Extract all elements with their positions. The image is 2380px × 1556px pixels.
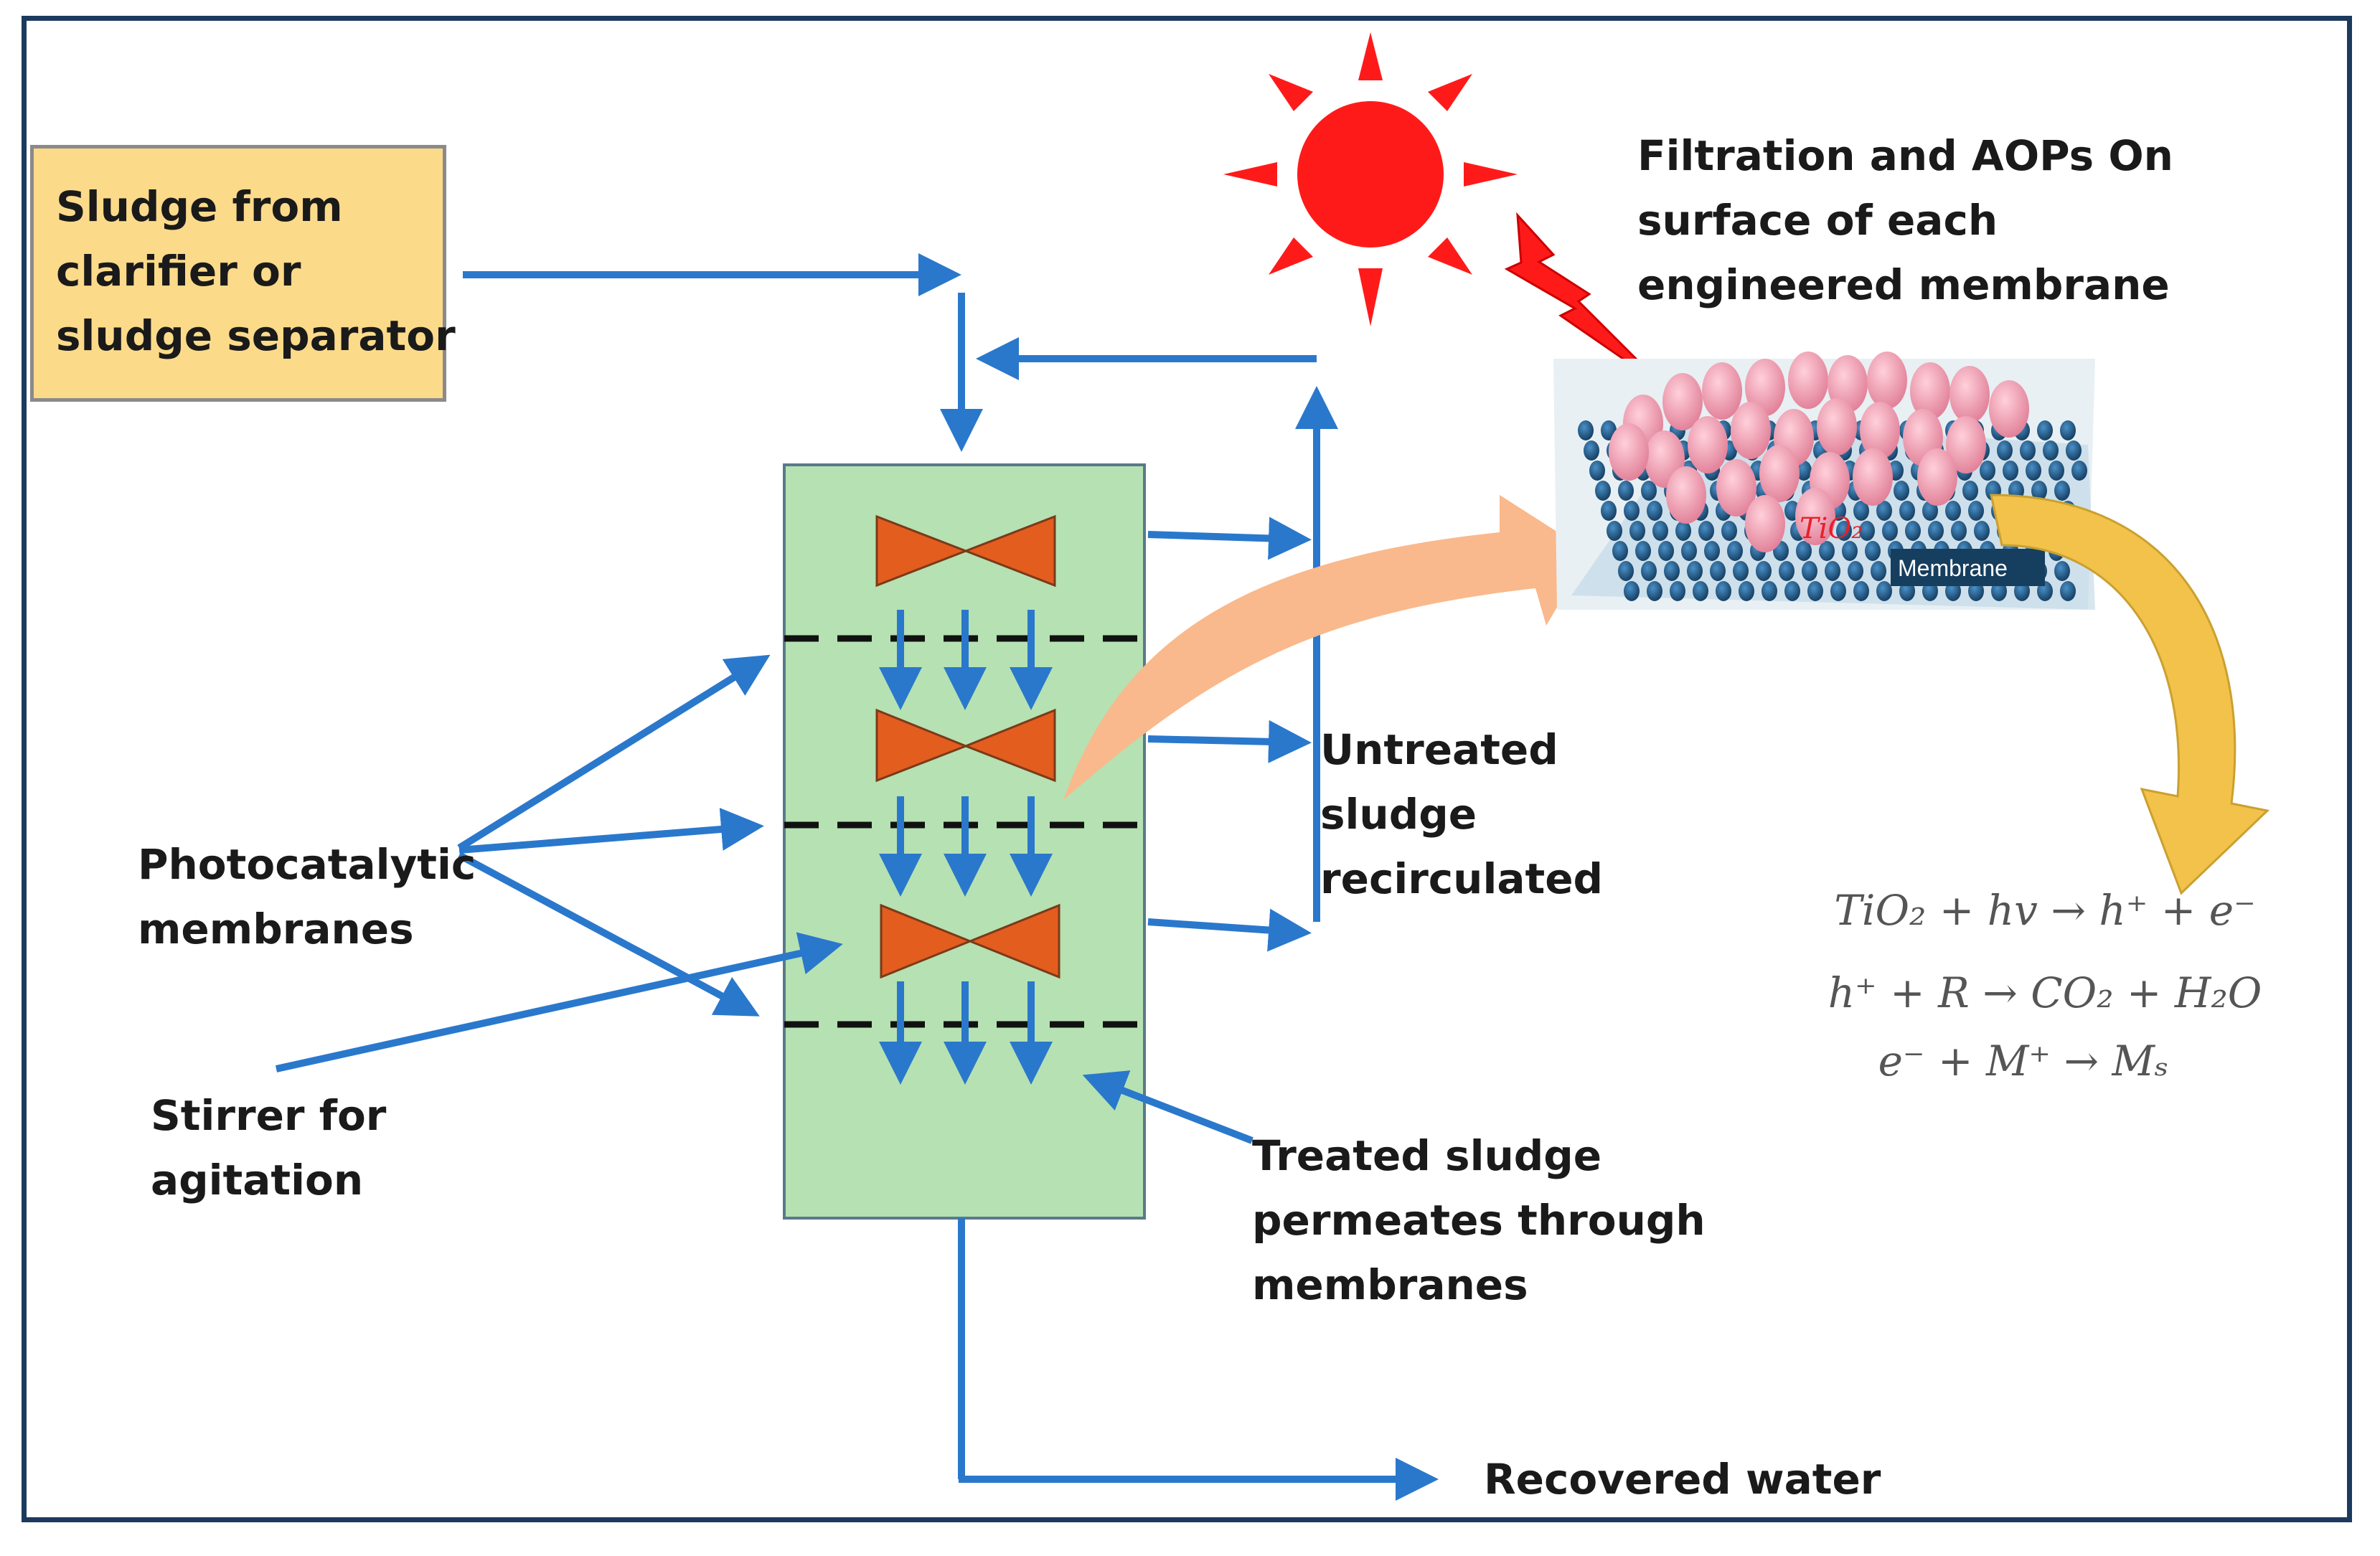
stirrer-pointer [275,932,843,1072]
membrane-tag: Membrane [1898,555,2008,581]
recovered-water-label: Recovered water [1484,1455,1881,1504]
treated-label: Treated sludge permeates through membran… [1252,1131,1706,1309]
outlet-arrow-3 [1147,908,1312,952]
valve-icon [875,708,1056,783]
equation-1: TiO₂ + hv → h⁺ + e⁻ [1834,886,2256,935]
membranes-pointer-1 [457,654,771,852]
flow-arrows [275,253,1439,1501]
source-label: Sludge from clarifier or sludge separato… [56,182,456,360]
filtration-label: Filtration and AOPs On surface of each e… [1637,131,2173,309]
membrane-surface-icon: Membrane TiO₂ [1553,352,2095,610]
valve-icon [880,903,1060,979]
membrane-zoom-arrow [1063,495,1589,800]
outlet-arrow-1 [1147,517,1312,560]
sludge-source-box [30,145,446,402]
valve-icon [875,514,1056,588]
stirrer-label: Stirrer for agitation [151,1091,387,1204]
membranes-pointer-3 [457,852,760,1017]
membranes-pointer-2 [458,808,764,854]
diagram-frame [22,16,2352,1522]
tio2-tag: TiO₂ [1800,512,1863,545]
membranes-label: Photocatalytic membranes [138,840,476,953]
outlet-arrow-2 [1147,720,1312,763]
equation-2: h⁺ + R → CO₂ + H₂O [1828,968,2262,1017]
reaction-arrow [1990,494,2270,895]
sun-icon [1223,32,1518,326]
treated-pointer [1082,1070,1254,1144]
permeate-arrows [879,610,1053,1085]
untreated-label: Untreated sludge recirculated [1320,725,1604,903]
equation-3: e⁻ + M⁺ → Mₛ [1878,1037,2169,1085]
